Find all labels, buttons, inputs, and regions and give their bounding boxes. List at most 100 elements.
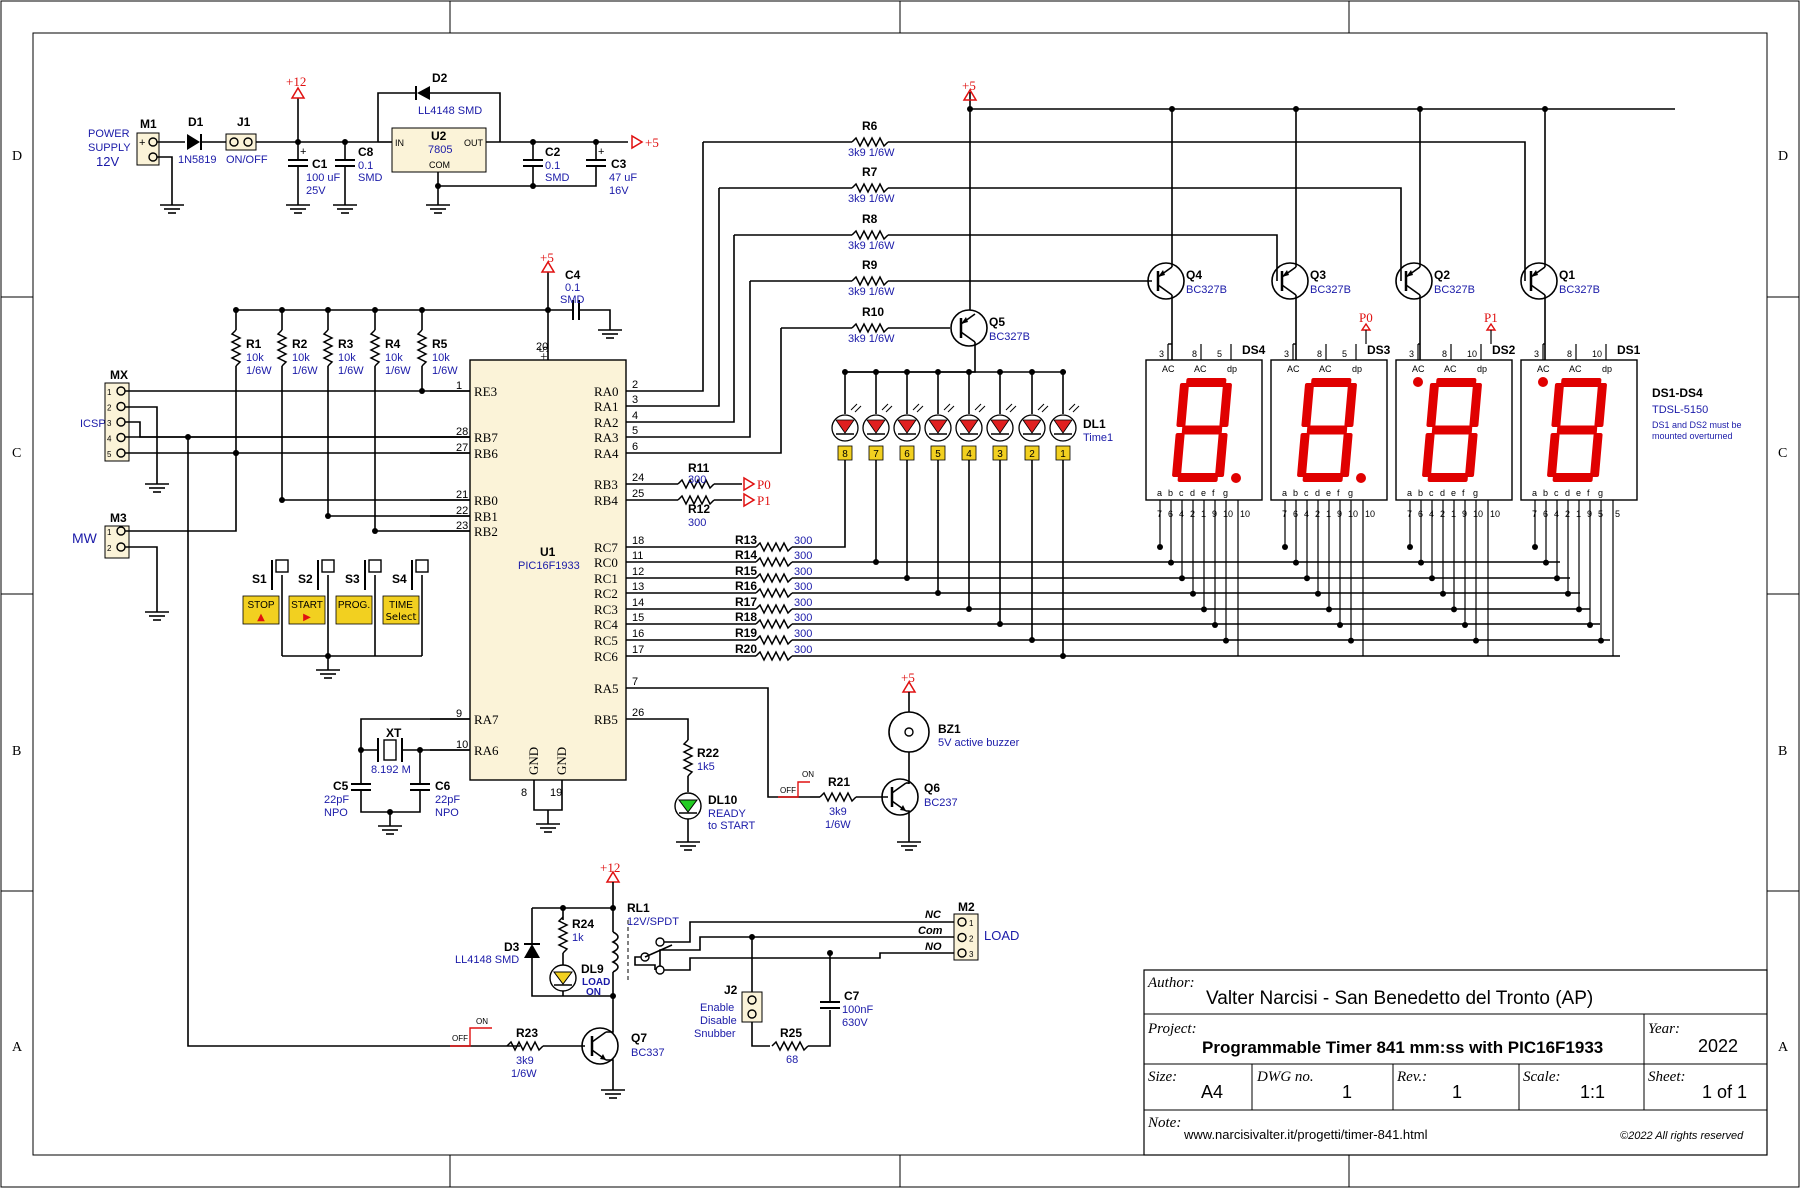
q6-off: OFF <box>780 786 796 795</box>
display-ds2-seg-e: e <box>1451 488 1456 498</box>
display-ds3-top-pin-0: 3 <box>1284 349 1289 359</box>
p5-label: +5 <box>645 135 659 150</box>
c2-ref: C2 <box>545 145 561 159</box>
q7-off: OFF <box>452 1034 468 1043</box>
display-ds3-seg-d: d <box>1315 488 1320 498</box>
icsp-pin-1: 1 <box>107 388 112 397</box>
display-ds2-bot-pin-3: 2 <box>1440 509 1445 519</box>
display-ds1-seg-f: f <box>1587 488 1590 498</box>
display-ds4-bot-pin-3: 2 <box>1190 509 1195 519</box>
r21-v1: 3k9 <box>829 806 847 818</box>
display-ds1-bot-pin-6: 5 <box>1598 509 1603 519</box>
u1-pinnum-15: 15 <box>632 612 644 624</box>
disp-note-title: DS1-DS4 <box>1652 386 1703 400</box>
display-ds1-dp-pin: 5 <box>1615 509 1620 519</box>
led-7 <box>866 419 886 434</box>
seg-r17-value: 300 <box>794 597 812 609</box>
display-ds3-ref: DS3 <box>1367 343 1391 357</box>
u1-top-pin-name: +5 <box>536 346 551 360</box>
display-ds2-top-pin-1: 8 <box>1442 349 1447 359</box>
u1-pinnum-9: 9 <box>456 708 462 720</box>
p-r11-value: 300 <box>688 474 706 486</box>
dl9-ref: DL9 <box>581 962 604 976</box>
r23-v2: 1/6W <box>511 1068 537 1080</box>
pullup-r4-v1: 10k <box>385 352 403 364</box>
display-ds4-seg-a: a <box>1157 488 1162 498</box>
display-ds2-bot-pin-4: 1 <box>1451 509 1456 519</box>
c7-v1: 100nF <box>842 1004 873 1016</box>
u1-pinnum-12: 12 <box>632 566 644 578</box>
c3-ref: C3 <box>611 157 627 171</box>
icsp-pin-4: 4 <box>107 435 112 444</box>
m2-com: Com <box>918 925 943 937</box>
led-num-5: 5 <box>935 449 941 460</box>
bz1-value: 5V active buzzer <box>938 737 1020 749</box>
pullup-resistors: R110k1/6WR210k1/6WR310k1/6WR410k1/6WR510… <box>231 307 470 534</box>
led-num-8: 8 <box>842 449 848 460</box>
u1-pinnum-27: 27 <box>456 442 468 454</box>
u1-pin-rb7: RB7 <box>474 430 498 445</box>
j2-v3: Snubber <box>694 1028 736 1040</box>
pullup-r3-v1: 10k <box>338 352 356 364</box>
display-ds4-bot-pin-4: 1 <box>1201 509 1206 519</box>
seg-r13-ref: R13 <box>735 533 757 547</box>
u2-regulator <box>391 127 487 173</box>
display-ds3-seg-g: g <box>1348 488 1353 498</box>
display-ds1-dp: dp <box>1602 364 1612 374</box>
m2-nc: NC <box>925 909 942 921</box>
display-ds2-ref: DS2 <box>1492 343 1516 357</box>
year-value: 2022 <box>1698 1036 1738 1056</box>
u1-pin-ra6: RA6 <box>474 743 499 758</box>
led-num-6: 6 <box>904 449 910 460</box>
u1-pin-ra4: RA4 <box>594 446 619 461</box>
note-value: www.narcisivalter.it/progetti/timer-841.… <box>1183 1127 1428 1142</box>
c7-ref: C7 <box>844 989 860 1003</box>
c4-v2: SMD <box>560 294 585 306</box>
display-ds4-top-pin-1: 8 <box>1192 349 1197 359</box>
svg-text:+: + <box>139 137 145 149</box>
base-r7-value: 3k9 1/6W <box>848 193 895 205</box>
u1-pin-rc6: RC6 <box>594 649 618 664</box>
display-ds2-top-pin-0: 3 <box>1409 349 1414 359</box>
led-num-2: 2 <box>1029 449 1035 460</box>
power-label-3: 12V <box>96 154 119 169</box>
display-ds2-dp-ext: P1 <box>1484 310 1498 325</box>
pullup-r1-v2: 1/6W <box>246 365 272 377</box>
display-ds4-dp-pin: 10 <box>1240 509 1250 519</box>
p12-label: +12 <box>286 74 306 89</box>
seg-r16-value: 300 <box>794 581 812 593</box>
transistor-q4-value: BC327B <box>1186 284 1227 296</box>
display-ds3-bot-pin-6: 10 <box>1348 509 1358 519</box>
j1-value: ON/OFF <box>226 154 268 166</box>
display-ds1-seg-g: g <box>1598 488 1603 498</box>
led-4 <box>959 419 979 434</box>
base-r7-ref: R7 <box>862 165 878 179</box>
led-5 <box>928 419 948 434</box>
display-ds4-bot-pin-5: 9 <box>1212 509 1217 519</box>
m2-pin-3: 3 <box>969 950 974 959</box>
base-r6-value: 3k9 1/6W <box>848 147 895 159</box>
display-ds3-seg-a: a <box>1282 488 1287 498</box>
display-ds1-bot-pin-4: 1 <box>1576 509 1581 519</box>
u1-pinnum-1: 1 <box>456 380 462 392</box>
display-ds4-ref: DS4 <box>1242 343 1266 357</box>
transistor-q1-value: BC327B <box>1559 284 1600 296</box>
base-r9-value: 3k9 1/6W <box>848 286 895 298</box>
display-ds2-seg-a: a <box>1407 488 1412 498</box>
led-num-4: 4 <box>966 449 972 460</box>
drivers-p5: +5 <box>962 78 976 93</box>
display-ds2-seg-f: f <box>1462 488 1465 498</box>
display-ds3-top-pin-2: 5 <box>1342 349 1347 359</box>
u1-pin-rc2: RC2 <box>594 586 618 601</box>
r21-ref: R21 <box>828 775 850 789</box>
note-label: Note: <box>1147 1115 1181 1131</box>
sheet-label: Sheet: <box>1648 1069 1685 1085</box>
u1-pinnum-13: 13 <box>632 581 644 593</box>
c4-p5: +5 <box>540 250 554 265</box>
base-r8-ref: R8 <box>862 212 878 226</box>
project-label: Project: <box>1147 1021 1197 1037</box>
u1-pinnum-6: 6 <box>632 441 638 453</box>
